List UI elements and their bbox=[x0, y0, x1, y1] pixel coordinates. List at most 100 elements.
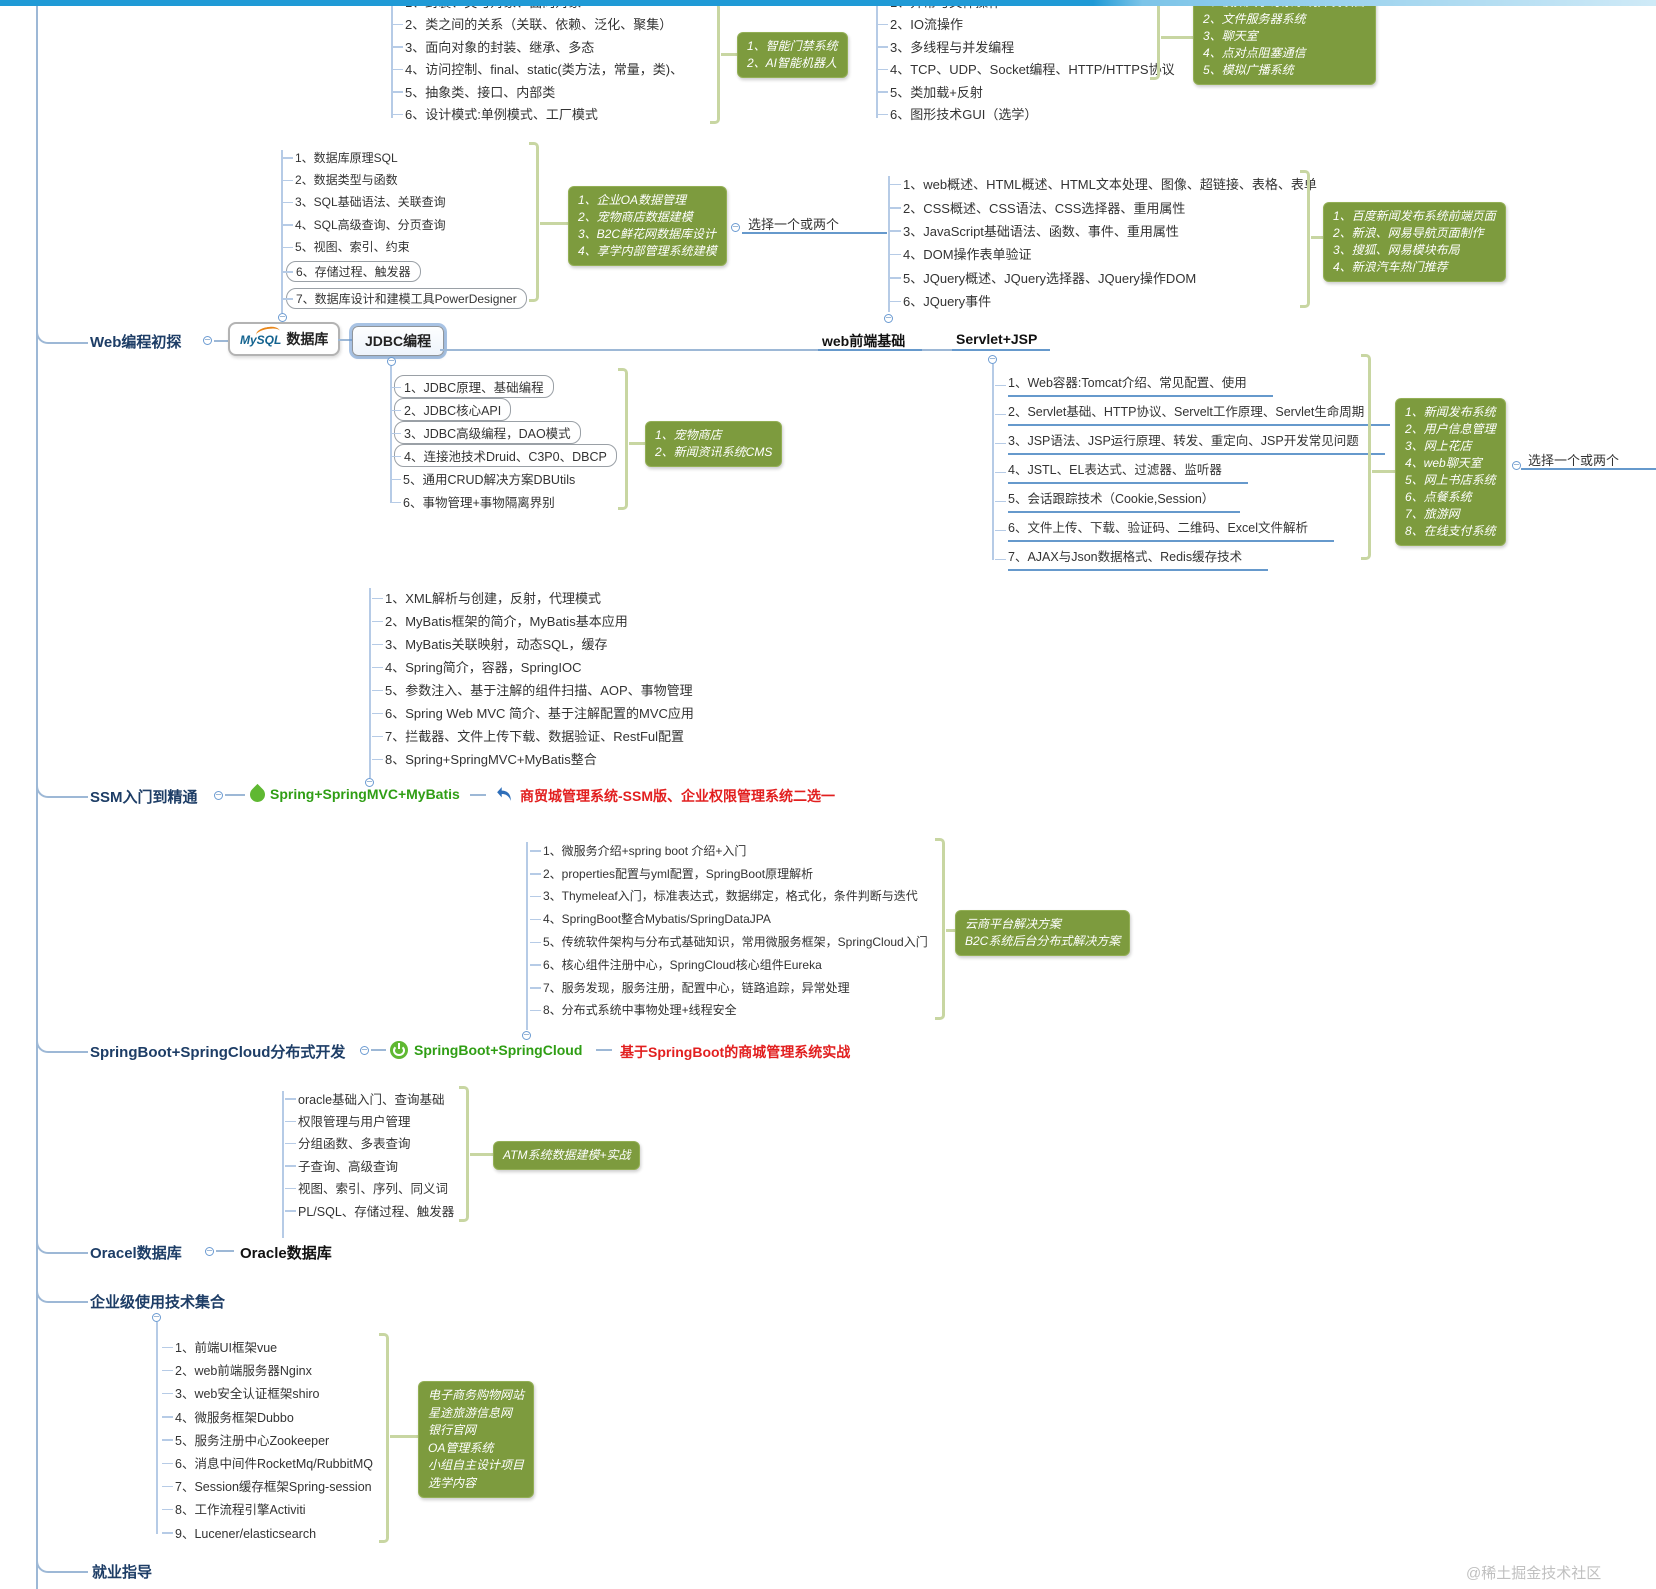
list-item[interactable]: 1、前端UI框架vue bbox=[162, 1335, 373, 1358]
list-item[interactable]: 6、JQuery事件 bbox=[890, 289, 1317, 312]
project-box-java-adv[interactable]: 1、模拟大学订票系统开发项目2、文件服务器系统3、聊天室4、点对点阻塞通信5、模… bbox=[1193, 0, 1376, 85]
list-item[interactable]: 1、Web容器:Tomcat介绍、常见配置、使用 bbox=[994, 370, 1390, 399]
list-item[interactable]: 5、类加载+反射 bbox=[877, 80, 1175, 103]
list-item[interactable]: 5、服务注册中心Zookeeper bbox=[162, 1428, 373, 1451]
list-item[interactable]: 7、Session缓存框架Spring-session bbox=[162, 1474, 373, 1497]
collapse-icon[interactable] bbox=[278, 313, 287, 322]
list-item[interactable]: 2、JDBC核心API bbox=[390, 398, 617, 421]
list-item[interactable]: 5、参数注入、基于注解的组件扫描、AOP、事物管理 bbox=[372, 678, 694, 701]
list-item[interactable]: 5、会话跟踪技术（Cookie,Session） bbox=[994, 486, 1390, 515]
list-item[interactable]: 7、拦截器、文件上传下载、数据验证、RestFul配置 bbox=[372, 724, 694, 747]
project-springboot-highlight[interactable]: 基于SpringBoot的商城管理系统实战 bbox=[620, 1044, 851, 1060]
list-item[interactable]: 2、IO流操作 bbox=[877, 13, 1175, 36]
collapse-icon[interactable] bbox=[205, 1247, 214, 1256]
project-box-oracle[interactable]: ATM系统数据建模+实战 bbox=[493, 1141, 641, 1170]
collapse-icon[interactable] bbox=[152, 1313, 161, 1322]
branch-enterprise[interactable]: 企业级使用技术集合 bbox=[90, 1294, 226, 1311]
collapse-icon[interactable] bbox=[360, 1046, 369, 1055]
list-item[interactable]: 2、Servlet基础、HTTP协议、Servelt工作原理、Servlet生命… bbox=[994, 399, 1391, 428]
node-oracle[interactable]: Oracle数据库 bbox=[240, 1245, 332, 1262]
list-item[interactable]: 7、数据库设计和建模工具PowerDesigner bbox=[282, 285, 527, 312]
project-ssm-highlight[interactable]: 商贸城管理系统-SSM版、企业权限管理系统二选一 bbox=[520, 788, 835, 804]
list-item[interactable]: 3、SQL基础语法、关联查询 bbox=[282, 191, 527, 213]
list-item[interactable]: PL/SQL、存储过程、触发器 bbox=[284, 1199, 454, 1221]
node-ssm[interactable]: Spring+SpringMVC+MyBatis bbox=[270, 786, 460, 802]
list-item[interactable]: 6、设计模式:单例模式、工厂模式 bbox=[391, 103, 683, 126]
collapse-icon[interactable] bbox=[365, 778, 374, 787]
list-item[interactable]: 4、TCP、UDP、Socket编程、HTTP/HTTPS协议 bbox=[877, 58, 1175, 81]
list-item[interactable]: 3、Thymeleaf入门，标准表达式，数据绑定，格式化，条件判断与迭代 bbox=[530, 885, 928, 908]
list-item[interactable]: 7、服务发现，服务注册，配置中心，链路追踪，异常处理 bbox=[530, 976, 928, 999]
list-item[interactable]: 4、访问控制、final、static(类方法，常量，类)、 bbox=[391, 58, 683, 81]
list-item[interactable]: 2、MyBatis框架的简介，MyBatis基本应用 bbox=[372, 609, 694, 632]
branch-web[interactable]: Web编程初探 bbox=[90, 334, 182, 351]
list-item[interactable]: 3、MyBatis关联映射，动态SQL，缓存 bbox=[372, 632, 694, 655]
list-item[interactable]: 1、web概述、HTML概述、HTML文本处理、图像、超链接、表格、表单 bbox=[890, 172, 1317, 195]
list-item[interactable]: 2、数据类型与函数 bbox=[282, 168, 527, 190]
node-database[interactable]: MySQL 数据库 bbox=[228, 322, 341, 356]
list-item[interactable]: 4、Spring简介，容器，SpringIOC bbox=[372, 655, 694, 678]
list-item[interactable]: 4、微服务框架Dubbo bbox=[162, 1405, 373, 1428]
list-item[interactable]: 2、类之间的关系（关联、依赖、泛化、聚集） bbox=[391, 13, 683, 36]
collapse-icon[interactable] bbox=[522, 1031, 531, 1040]
collapse-icon[interactable] bbox=[203, 336, 212, 345]
list-item[interactable]: 4、连接池技术Druid、C3P0、DBCP bbox=[390, 444, 617, 467]
list-item[interactable]: 1、JDBC原理、基础编程 bbox=[390, 375, 617, 398]
list-item[interactable]: 2、web前端服务器Nginx bbox=[162, 1358, 373, 1381]
list-item[interactable]: 8、Spring+SpringMVC+MyBatis整合 bbox=[372, 747, 694, 770]
branch-oracle[interactable]: Oracel数据库 bbox=[90, 1245, 182, 1262]
list-item[interactable]: 4、DOM操作表单验证 bbox=[890, 242, 1317, 265]
node-webfront[interactable]: web前端基础 bbox=[822, 333, 906, 349]
collapse-icon[interactable] bbox=[387, 357, 396, 366]
list-item[interactable]: 3、JDBC高级编程，DAO模式 bbox=[390, 421, 617, 444]
list-item[interactable]: 1、XML解析与创建，反射，代理模式 bbox=[372, 586, 694, 609]
list-item[interactable]: 6、图形技术GUI（选学） bbox=[877, 103, 1175, 126]
list-item[interactable]: 7、AJAX与Json数据格式、Redis缓存技术 bbox=[994, 544, 1390, 573]
list-item[interactable]: 2、CSS概述、CSS语法、CSS选择器、重用属性 bbox=[890, 195, 1317, 218]
list-item[interactable]: 5、传统软件架构与分布式基础知识，常用微服务框架，SpringCloud入门 bbox=[530, 930, 928, 953]
list-item[interactable]: 5、JQuery概述、JQuery选择器、JQuery操作DOM bbox=[890, 266, 1317, 289]
list-item[interactable]: 6、文件上传、下载、验证码、二维码、Excel文件解析 bbox=[994, 515, 1390, 544]
node-springboot[interactable]: SpringBoot+SpringCloud bbox=[414, 1042, 583, 1058]
list-item[interactable]: 5、抽象类、接口、内部类 bbox=[391, 80, 683, 103]
list-item[interactable]: 8、分布式系统中事物处理+线程安全 bbox=[530, 999, 928, 1022]
list-item[interactable]: 5、视图、索引、约束 bbox=[282, 236, 527, 258]
list-item[interactable]: 6、核心组件注册中心，SpringCloud核心组件Eureka bbox=[530, 953, 928, 976]
branch-job[interactable]: 就业指导 bbox=[92, 1564, 153, 1581]
list-item[interactable]: 子查询、高级查询 bbox=[284, 1154, 454, 1176]
list-item[interactable]: 4、JSTL、EL表达式、过滤器、监听器 bbox=[994, 457, 1390, 486]
list-item[interactable]: 分组函数、多表查询 bbox=[284, 1132, 454, 1154]
list-item[interactable]: 6、Spring Web MVC 简介、基于注解配置的MVC应用 bbox=[372, 701, 694, 724]
list-item[interactable]: 2、properties配置与yml配置，SpringBoot原理解析 bbox=[530, 862, 928, 885]
collapse-icon[interactable] bbox=[884, 314, 893, 323]
list-item[interactable]: 8、工作流程引擎Activiti bbox=[162, 1497, 373, 1520]
list-item[interactable]: 3、面向对象的封装、继承、多态 bbox=[391, 35, 683, 58]
list-item[interactable]: 4、SpringBoot整合Mybatis/SpringDataJPA bbox=[530, 907, 928, 930]
list-item[interactable]: 3、web安全认证框架shiro bbox=[162, 1381, 373, 1404]
list-item[interactable]: oracle基础入门、查询基础 bbox=[284, 1087, 454, 1109]
list-item[interactable]: 4、SQL高级查询、分页查询 bbox=[282, 213, 527, 235]
list-item[interactable]: 6、存储过程、触发器 bbox=[282, 258, 527, 285]
collapse-icon[interactable] bbox=[731, 223, 740, 232]
list-item[interactable]: 3、JSP语法、JSP运行原理、转发、重定向、JSP开发常见问题 bbox=[994, 428, 1390, 457]
list-item[interactable]: 1、微服务介绍+spring boot 介绍+入门 bbox=[530, 839, 928, 862]
collapse-icon[interactable] bbox=[988, 355, 997, 364]
list-item[interactable]: 权限管理与用户管理 bbox=[284, 1109, 454, 1131]
branch-ssm[interactable]: SSM入门到精通 bbox=[90, 789, 198, 806]
list-item[interactable]: 5、通用CRUD解决方案DBUtils bbox=[390, 467, 617, 490]
list-item[interactable]: 3、JavaScript基础语法、函数、事件、重用属性 bbox=[890, 219, 1317, 242]
collapse-icon[interactable] bbox=[214, 791, 223, 800]
list-item[interactable]: 视图、索引、序列、同义词 bbox=[284, 1177, 454, 1199]
list-item[interactable]: 9、Lucener/elasticsearch bbox=[162, 1521, 373, 1544]
list-item[interactable]: 6、事物管理+事物隔离界别 bbox=[390, 490, 617, 513]
list-item[interactable]: 6、消息中间件RocketMq/RubbitMQ bbox=[162, 1451, 373, 1474]
collapse-icon[interactable] bbox=[1512, 461, 1521, 470]
node-servlet-jsp[interactable]: Servlet+JSP bbox=[956, 331, 1038, 347]
list-item[interactable]: 3、多线程与并发编程 bbox=[877, 35, 1175, 58]
